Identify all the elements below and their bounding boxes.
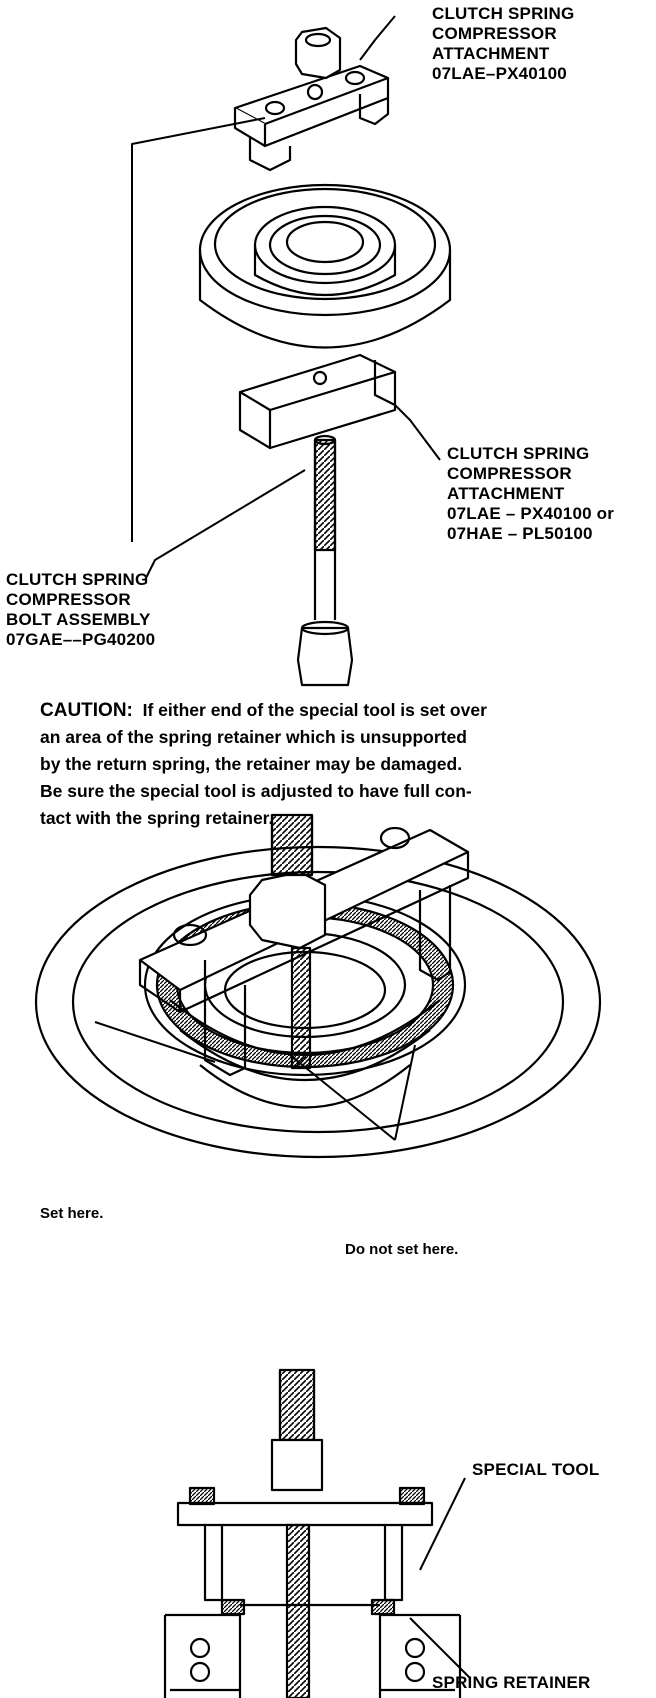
top-attachment-bracket xyxy=(233,26,390,172)
cross-section-view xyxy=(163,1368,471,1698)
special-tool-label: SPECIAL TOOL xyxy=(472,1460,600,1479)
label-line: ATTACHMENT xyxy=(447,484,565,503)
caution-line: by the return spring, the retainer may b… xyxy=(40,754,463,774)
label-line: ATTACHMENT xyxy=(432,44,550,63)
label-line: CLUTCH SPRING xyxy=(6,570,149,589)
clutch-drum xyxy=(198,183,452,349)
label-line: 07HAE – PL50100 xyxy=(447,524,593,543)
caution-note: CAUTION: If either end of the special to… xyxy=(40,697,640,832)
label-line: CLUTCH SPRING xyxy=(447,444,590,463)
label-line: 07GAE––PG40200 xyxy=(6,630,156,649)
label-line: 07LAE – PX40100 or xyxy=(447,504,615,523)
label-line: 07LAE–PX40100 xyxy=(432,64,567,83)
caution-line: tact with the spring retainer. xyxy=(40,808,274,828)
set-here-label: Set here. xyxy=(40,1205,104,1222)
caution-line: an area of the spring retainer which is … xyxy=(40,727,467,747)
label-line: COMPRESSOR xyxy=(432,24,557,43)
label-line: COMPRESSOR xyxy=(447,464,572,483)
bolt-assembly-label: CLUTCH SPRING COMPRESSOR BOLT ASSEMBLY 0… xyxy=(6,570,155,650)
installation-view xyxy=(34,813,602,1159)
caution-heading: CAUTION: xyxy=(40,700,133,721)
caution-line: Be sure the special tool is adjusted to … xyxy=(40,781,472,801)
label-line: COMPRESSOR xyxy=(6,590,131,609)
mid-attachment-label: CLUTCH SPRING COMPRESSOR ATTACHMENT 07LA… xyxy=(447,444,614,544)
top-attachment-label: CLUTCH SPRING COMPRESSOR ATTACHMENT 07LA… xyxy=(432,4,574,84)
lower-attachment-bracket xyxy=(238,353,397,450)
label-line: CLUTCH SPRING xyxy=(432,4,575,23)
do-not-set-here-label: Do not set here. xyxy=(345,1241,459,1258)
spring-retainer-label: SPRING RETAINER xyxy=(432,1673,591,1692)
caution-line: If either end of the special tool is set… xyxy=(142,700,487,720)
compressor-bolt xyxy=(296,434,354,687)
label-line: BOLT ASSEMBLY xyxy=(6,610,151,629)
